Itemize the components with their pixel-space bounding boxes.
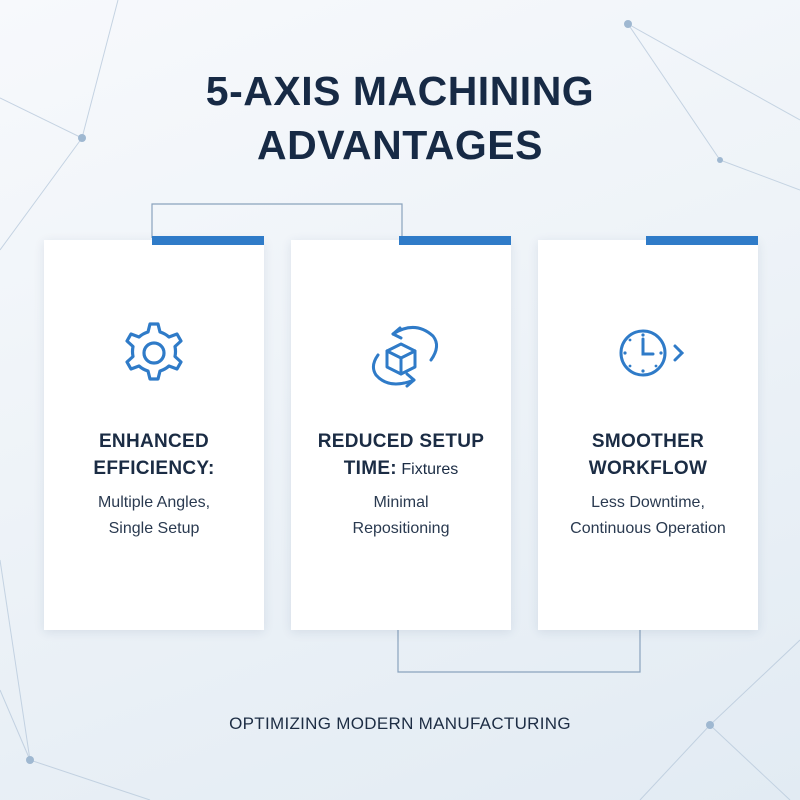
card-accent-bar bbox=[152, 236, 264, 245]
card-description: Minimal Repositioning bbox=[291, 490, 511, 542]
card-accent-bar bbox=[646, 236, 758, 245]
card-heading: REDUCED SETUP TIME: Fixtures bbox=[291, 428, 511, 483]
gear-icon bbox=[109, 308, 199, 398]
heading-line-1: REDUCED SETUP bbox=[317, 431, 485, 452]
card-accent-bar bbox=[399, 236, 511, 245]
heading-line-1: SMOOTHER bbox=[591, 431, 705, 452]
heading-line-2: TIME: bbox=[343, 458, 397, 479]
heading-line-1: ENHANCED bbox=[98, 431, 210, 452]
footer-tagline: OPTIMIZING MODERN MANUFACTURING bbox=[229, 714, 571, 733]
card-smoother-workflow: SMOOTHER WORKFLOW Less Downtime, Continu… bbox=[538, 236, 758, 630]
description-line-2: Continuous Operation bbox=[570, 520, 726, 537]
card-heading: ENHANCED EFFICIENCY: bbox=[44, 428, 264, 483]
page-title: 5-AXIS MACHINING ADVANTAGES bbox=[0, 64, 800, 172]
heading-line-2: WORKFLOW bbox=[588, 458, 708, 479]
description-line-1: Less Downtime, bbox=[591, 494, 705, 511]
title-line-2: ADVANTAGES bbox=[257, 122, 543, 168]
description-line-2: Single Setup bbox=[108, 520, 200, 537]
card-heading: SMOOTHER WORKFLOW bbox=[538, 428, 758, 483]
rotating-cube-icon bbox=[356, 308, 446, 398]
description-line-1: Multiple Angles, bbox=[97, 494, 211, 511]
card-description: Multiple Angles, Single Setup bbox=[44, 490, 264, 542]
clock-forward-icon bbox=[603, 308, 693, 398]
card-enhanced-efficiency: ENHANCED EFFICIENCY: Multiple Angles, Si… bbox=[44, 236, 264, 630]
description-line-1: Minimal bbox=[373, 494, 429, 511]
description-line-2: Repositioning bbox=[352, 520, 450, 537]
card-description: Less Downtime, Continuous Operation bbox=[538, 490, 758, 542]
title-line-1: 5-AXIS MACHINING bbox=[205, 68, 595, 114]
heading-suffix: Fixtures bbox=[396, 461, 459, 478]
card-reduced-setup-time: REDUCED SETUP TIME: Fixtures Minimal Rep… bbox=[291, 236, 511, 630]
heading-line-2: EFFICIENCY: bbox=[93, 458, 215, 479]
